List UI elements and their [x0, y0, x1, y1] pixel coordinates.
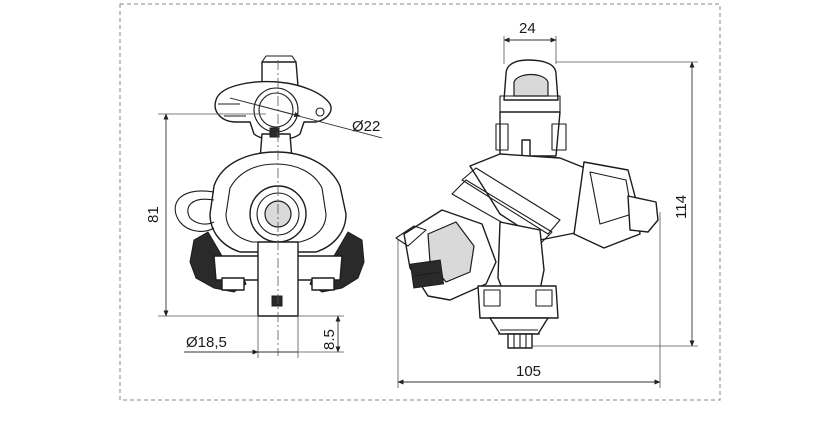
dim-total-width: 105	[397, 212, 661, 388]
dim-top-width-label: 24	[519, 20, 536, 37]
dim-outlet-height-label: 8.5	[321, 329, 338, 350]
dim-height-front-label: 81	[145, 206, 162, 223]
drawing-frame	[119, 3, 721, 401]
dim-height-front: 81	[145, 113, 266, 317]
side-view	[395, 59, 659, 349]
dim-clamp-diameter-label: Ø22	[352, 118, 380, 135]
dim-outlet-height: 8.5	[298, 315, 344, 353]
dim-total-height: 114	[532, 61, 698, 347]
dim-clamp-diameter: Ø22	[229, 97, 383, 139]
front-view	[174, 55, 365, 356]
dim-top-width: 24	[503, 20, 557, 64]
dim-pipe-diameter-label: Ø18,5	[186, 334, 227, 351]
dim-pipe-diameter: Ø18,5	[184, 316, 299, 358]
dim-total-height-label: 114	[673, 195, 690, 219]
dim-total-width-label: 105	[516, 363, 541, 380]
